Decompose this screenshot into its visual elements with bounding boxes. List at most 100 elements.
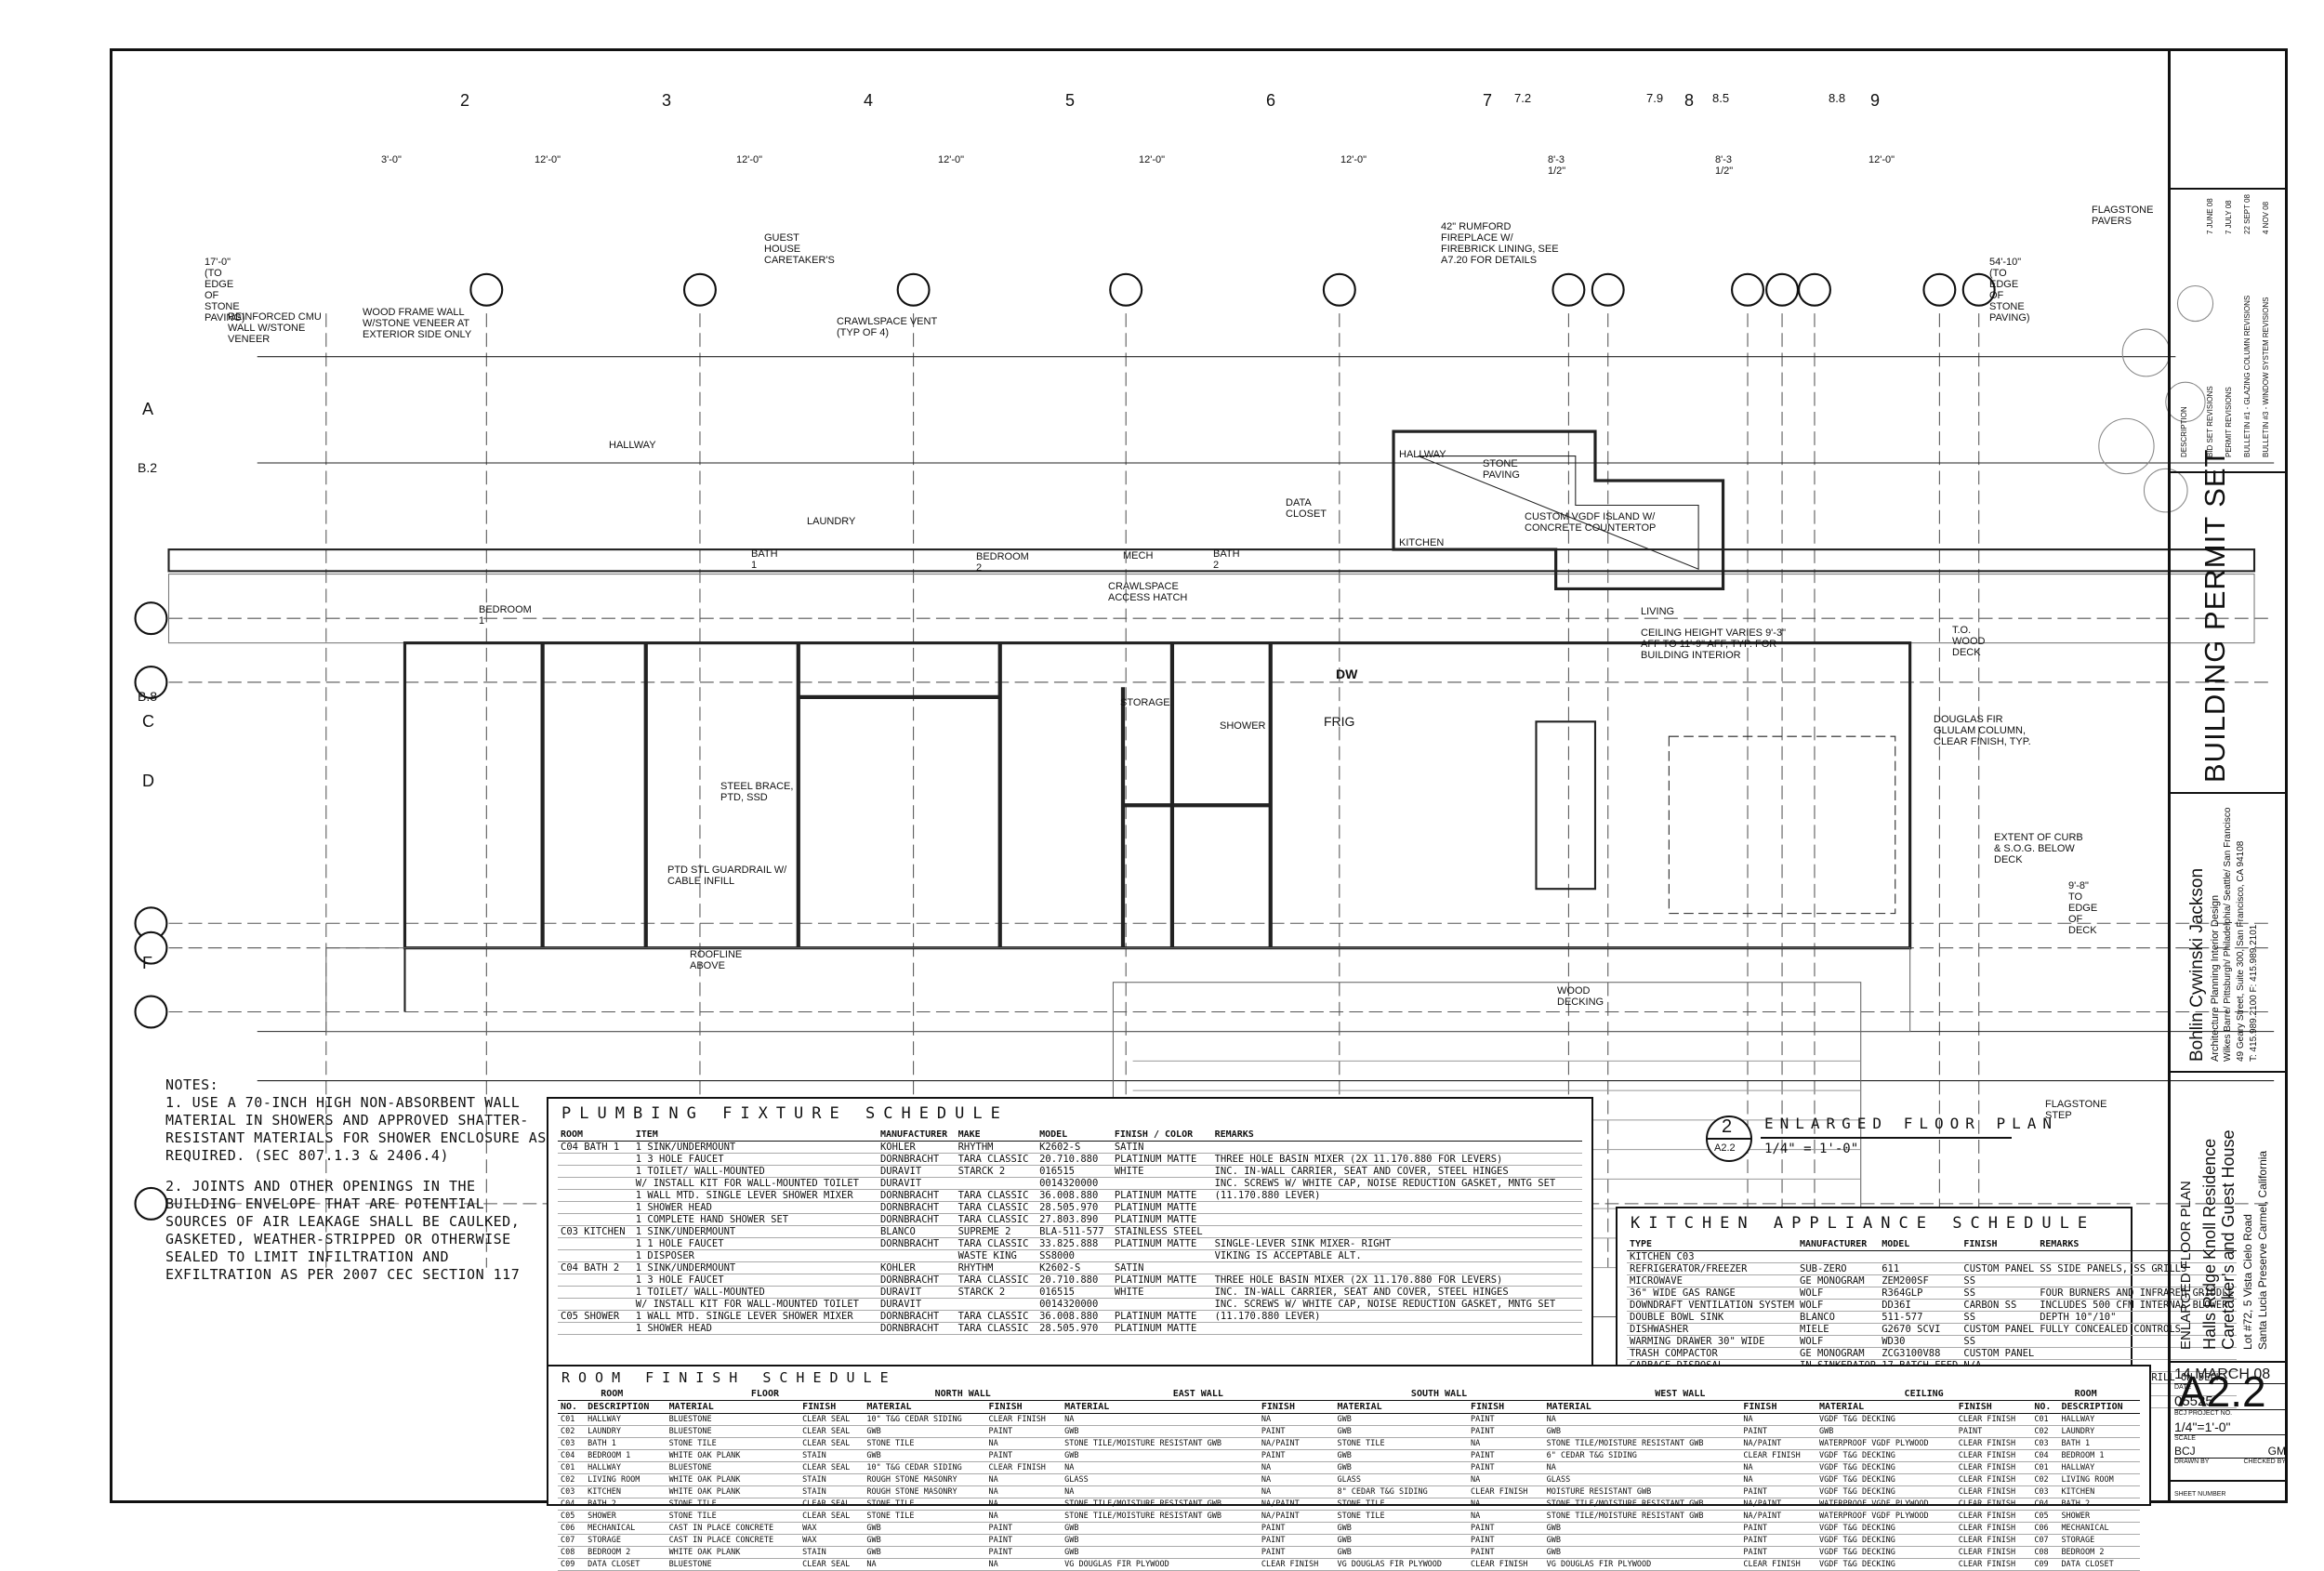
- table-cell: C06: [2031, 1522, 2059, 1535]
- sheet-number-label: SHEET NUMBER: [2174, 1491, 2226, 1498]
- table-cell: GWB: [1062, 1522, 1259, 1535]
- table-cell: DOWNDRAFT VENTILATION SYSTEM: [1627, 1299, 1798, 1312]
- callout: STONE PAVING: [1483, 458, 1520, 481]
- table-cell: CLEAR SEAL: [799, 1498, 865, 1511]
- dimension: 3'-0": [381, 154, 402, 165]
- grid-label: D: [142, 772, 154, 790]
- table-cell: PAINT: [1955, 1425, 2032, 1438]
- table-cell: GLASS: [1334, 1473, 1469, 1486]
- grid-label: 6: [1266, 91, 1276, 110]
- revision-list: DESCRIPTION BID SET REVISIONS PERMIT REV…: [2171, 48, 2288, 467]
- table-cell: C05: [2031, 1510, 2059, 1523]
- table-cell: VGDF T&G DECKING: [1816, 1546, 1956, 1559]
- table-cell: 1 TOILET/ WALL-MOUNTED: [632, 1165, 878, 1178]
- table-cell: GWB: [1543, 1425, 1741, 1438]
- table-cell: NA: [1062, 1485, 1259, 1498]
- table-cell: STONE TILE: [864, 1510, 986, 1523]
- table-cell: STONE TILE: [666, 1498, 800, 1511]
- table-cell: GWB: [1334, 1461, 1469, 1474]
- table-cell: BLUESTONE: [666, 1461, 800, 1474]
- table-cell: MECHANICAL: [2058, 1522, 2140, 1535]
- table-cell: STORAGE: [2058, 1534, 2140, 1547]
- table-cell: STONE TILE/MOISTURE RESISTANT GWB: [1543, 1510, 1741, 1523]
- table-cell: NA: [1468, 1473, 1544, 1486]
- column-header: FINISH: [1740, 1400, 1816, 1414]
- table-cell: NA: [1740, 1473, 1816, 1486]
- table-cell: NA: [1062, 1461, 1259, 1474]
- table-cell: PAINT: [985, 1449, 1063, 1462]
- general-notes: NOTES: 1. USE A 70-INCH HIGH NON-ABSORBE…: [165, 1076, 547, 1297]
- table-cell: FULLY CONCEALED CONTROLS: [2037, 1323, 2237, 1336]
- table-cell: [877, 1249, 956, 1262]
- drawing-scale: 1/4" = 1'-0": [1764, 1142, 1859, 1156]
- table-cell: DURAVIT: [877, 1286, 956, 1299]
- table-cell: PAINT: [1468, 1546, 1544, 1559]
- table-cell: WHITE OAK PLANK: [666, 1473, 800, 1486]
- table-cell: STAIN: [799, 1485, 865, 1498]
- table-cell: NA: [1740, 1461, 1816, 1474]
- grid-label: B.8: [138, 689, 158, 704]
- drawing-number: 2: [1722, 1116, 1733, 1137]
- room-label: MECH: [1123, 550, 1154, 561]
- table-cell: PLATINUM MATTE: [1111, 1189, 1212, 1202]
- dimension: 12'-0": [736, 154, 763, 165]
- drawing-label: 2 A2.2 ENLARGED FLOOR PLAN 1/4" = 1'-0": [1701, 1111, 2052, 1167]
- callout: WOOD DECKING: [1557, 985, 1604, 1008]
- column-group-header: ROOM: [2031, 1388, 2140, 1401]
- callout: REINFORCED CMU WALL W/STONE VENEER: [228, 311, 322, 345]
- table-cell: WOLF: [1797, 1299, 1880, 1312]
- column-header: REMARKS: [1211, 1129, 1582, 1142]
- grid-label: 8.8: [1829, 91, 1846, 105]
- table-cell: 36.008.880: [1037, 1189, 1112, 1202]
- table-cell: NA/PAINT: [1740, 1498, 1816, 1511]
- table-cell: C04: [2031, 1498, 2059, 1511]
- grid-label: B.2: [138, 460, 158, 475]
- table-cell: TARA CLASSIC: [955, 1213, 1037, 1226]
- date-value: 14 MARCH 08: [2174, 1366, 2271, 1382]
- table-cell: W/ INSTALL KIT FOR WALL-MOUNTED TOILET: [632, 1298, 878, 1311]
- table-cell: TARA CLASSIC: [955, 1310, 1037, 1323]
- table-cell: VGDF T&G DECKING: [1816, 1522, 1956, 1535]
- table-cell: PAINT: [1468, 1413, 1544, 1426]
- callout: STEEL BRACE, PTD, SSD: [720, 781, 794, 803]
- table-cell: [2037, 1250, 2237, 1263]
- callout: WOOD FRAME WALL W/STONE VENEER AT EXTERI…: [363, 307, 472, 340]
- table-cell: GWB: [1062, 1546, 1259, 1559]
- table-cell: PLATINUM MATTE: [1111, 1213, 1212, 1226]
- table-cell: 27.803.890: [1037, 1213, 1112, 1226]
- room-label: DATA CLOSET: [1286, 497, 1327, 520]
- callout: DOUGLAS FIR GLULAM COLUMN, CLEAR FINISH,…: [1934, 714, 2031, 747]
- table-cell: KOHLER: [877, 1141, 956, 1154]
- table-cell: LIVING ROOM: [2058, 1473, 2140, 1486]
- table-cell: PAINT: [985, 1425, 1063, 1438]
- table-cell: NA: [1468, 1437, 1544, 1450]
- table-cell: STONE TILE: [1334, 1498, 1469, 1511]
- table-cell: ZCG3100V88: [1879, 1347, 1961, 1360]
- column-header: MODEL: [1879, 1238, 1961, 1251]
- table-cell: NA: [1543, 1461, 1741, 1474]
- column-header: NO.: [2031, 1400, 2059, 1414]
- column-group-header: ROOM: [558, 1388, 667, 1401]
- table-cell: NA: [1468, 1510, 1544, 1523]
- table-cell: C02: [2031, 1425, 2059, 1438]
- dimension: 12'-0": [1868, 154, 1895, 165]
- table-cell: CLEAR FINISH: [1955, 1473, 2032, 1486]
- column-header: MATERIAL: [1543, 1400, 1741, 1414]
- table-cell: [1211, 1322, 1582, 1335]
- table-cell: VGDF T&G DECKING: [1816, 1449, 1956, 1462]
- table-cell: 36" WIDE GAS RANGE: [1627, 1287, 1798, 1300]
- notes-heading: NOTES:: [165, 1076, 219, 1093]
- room-label: BEDROOM 2: [976, 551, 1029, 574]
- table-cell: VG DOUGLAS FIR PLYWOOD: [1062, 1558, 1259, 1571]
- firm-phone: T: 415.989.2100 F: 415.989.2101: [2249, 924, 2259, 1062]
- table-cell: BLA-511-577: [1037, 1225, 1112, 1238]
- table-cell: [1111, 1298, 1212, 1311]
- table-cell: RHYTHM: [955, 1261, 1037, 1274]
